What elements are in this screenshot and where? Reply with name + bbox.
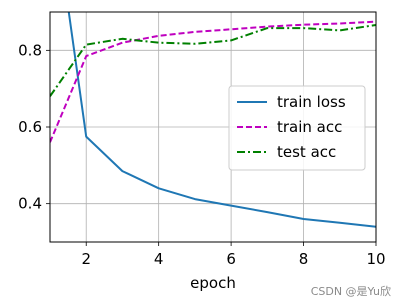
x-tick-label: 2 <box>81 250 91 268</box>
legend-label: test acc <box>277 143 336 161</box>
watermark: CSDN @是Yu欣 <box>310 285 391 298</box>
series-line-train-loss <box>67 12 376 228</box>
legend-label: train acc <box>277 118 342 136</box>
y-tick-label: 0.6 <box>18 118 42 136</box>
y-tick-label: 0.8 <box>18 41 42 59</box>
x-tick-label: 4 <box>154 250 164 268</box>
x-tick-label: 10 <box>366 250 385 268</box>
series-lines <box>50 12 376 228</box>
x-tick-label: 6 <box>226 250 236 268</box>
x-tick-label: 8 <box>299 250 309 268</box>
y-tick-label: 0.4 <box>18 195 42 213</box>
legend: train loss train acc test acc <box>228 85 366 171</box>
series-line-train-acc <box>50 20 376 143</box>
legend-label: train loss <box>277 93 346 111</box>
axis-ticks: 2 4 6 8 10 0.4 0.6 0.8 <box>18 41 385 268</box>
legend-box <box>228 85 366 171</box>
series-line-test-acc <box>50 24 376 97</box>
x-axis-label: epoch <box>190 274 236 292</box>
